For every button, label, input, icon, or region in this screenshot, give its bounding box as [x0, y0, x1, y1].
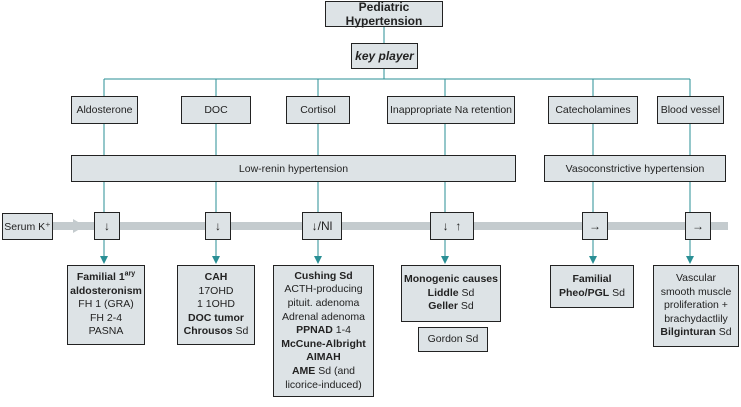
outcome-line: FH 1 (GRA) — [78, 298, 134, 311]
gordon-sd-box: Gordon Sd — [418, 327, 488, 352]
outcome-line: pituit. adenoma — [287, 297, 360, 310]
outcome-line: Geller Sd — [428, 300, 474, 313]
down-arrow-icon: ↓ — [104, 219, 110, 233]
outcome-line: Vascular — [675, 272, 717, 285]
outcome-line: FH 2-4 — [89, 311, 123, 324]
category-inappropriate-na-retention: Inappropriate Na retention — [387, 96, 515, 124]
category-aldosterone: Aldosterone — [71, 96, 138, 124]
down-normal-icon: ↓/Nl — [311, 219, 333, 233]
outcome-line: Cushing Sd — [294, 269, 353, 282]
title-box: Pediatric Hypertension — [325, 0, 443, 28]
potassium-status-na-retention: ↓ ↑ — [430, 212, 474, 240]
outcome-line: Gordon Sd — [427, 332, 479, 345]
outcome-line: proliferation + — [664, 299, 728, 312]
outcome-line: AME Sd (and — [291, 364, 356, 377]
outcome-line: McCune-Albright — [281, 337, 366, 350]
outcome-line: AIMAH — [306, 351, 341, 364]
outcome-line: 1 1OHD — [197, 298, 235, 311]
outcome-line: Familial — [572, 272, 612, 285]
category-doc: DOC — [181, 96, 251, 124]
category-blood-vessel: Blood vessel — [657, 96, 724, 124]
outcome-line: aldosteronism — [70, 284, 142, 297]
category-label: Inappropriate Na retention — [390, 104, 512, 116]
outcome-line: Bilginturan Sd — [660, 326, 732, 339]
outcome-line: DOC tumor — [188, 311, 244, 324]
outcome-aldosterone: Familial 1ary aldosteronism FH 1 (GRA) F… — [67, 265, 145, 345]
vasoconstrictive-band: Vasoconstrictive hypertension — [544, 155, 726, 182]
outcome-doc: CAH 17OHD 1 1OHD DOC tumor Chrousos Sd — [177, 265, 255, 345]
category-label: DOC — [204, 104, 228, 116]
outcome-line: smooth muscle — [660, 285, 732, 298]
outcome-line: Pheo/PGL Sd — [559, 286, 625, 299]
outcome-line: CAH — [204, 271, 228, 284]
outcome-line: Liddle Sd — [427, 286, 475, 299]
potassium-status-blood-vessel: → — [685, 212, 711, 240]
down-arrow-icon: ↓ — [215, 219, 221, 233]
category-catecholamines: Catecholamines — [548, 96, 638, 124]
category-label: Cortisol — [300, 104, 336, 116]
serum-k-box: Serum K⁺ — [2, 213, 53, 240]
outcome-line: PPNAD 1-4 — [296, 324, 351, 337]
outcome-catecholamines: Familial Pheo/PGL Sd — [550, 265, 634, 308]
outcome-line: ACTH-producing — [284, 283, 363, 296]
outcome-na-retention: Monogenic causes Liddle Sd Geller Sd — [401, 265, 501, 322]
right-arrow-icon: → — [692, 219, 704, 233]
key-player-text: key player — [355, 49, 414, 63]
outcome-line: Chrousos Sd — [183, 325, 249, 338]
outcome-line: 17OHD — [198, 284, 234, 297]
category-cortisol: Cortisol — [286, 96, 350, 124]
low-renin-label: Low-renin hypertension — [238, 162, 349, 175]
outcome-cortisol: Cushing Sd ACTH-producing pituit. adenom… — [273, 265, 374, 397]
potassium-status-cortisol: ↓/Nl — [302, 212, 342, 240]
category-label: Aldosterone — [76, 104, 133, 116]
vasoconstrictive-label: Vasoconstrictive hypertension — [565, 162, 705, 175]
outcome-line: Monogenic causes — [404, 273, 498, 286]
serum-k-label: Serum K⁺ — [4, 220, 51, 233]
potassium-status-aldosterone: ↓ — [94, 212, 120, 240]
outcome-blood-vessel: Vascular smooth muscle proliferation + b… — [653, 265, 739, 347]
outcome-line: Adrenal adenoma — [282, 310, 365, 323]
outcome-line: brachydactlily — [664, 312, 728, 325]
outcome-line: PASNA — [88, 325, 124, 338]
low-renin-band: Low-renin hypertension — [71, 155, 516, 182]
potassium-status-doc: ↓ — [205, 212, 231, 240]
right-arrow-icon: → — [589, 219, 601, 233]
outcome-line: Familial 1ary — [76, 270, 136, 284]
category-label: Blood vessel — [660, 104, 721, 116]
title-text: Pediatric Hypertension — [345, 0, 423, 28]
outcome-line: licorice-induced) — [285, 378, 362, 391]
category-label: Catecholamines — [555, 104, 631, 116]
key-player-box: key player — [351, 43, 418, 69]
down-up-arrow-icon: ↓ ↑ — [442, 219, 462, 233]
potassium-status-catecholamines: → — [582, 212, 608, 240]
